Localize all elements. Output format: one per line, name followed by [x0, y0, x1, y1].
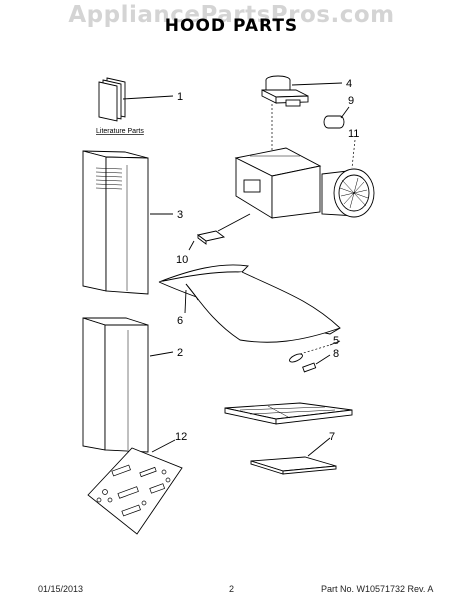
part-grease-filter [250, 456, 337, 475]
footer-part-number: Part No. W10571732 Rev. A [321, 584, 434, 594]
part-glass-canopy [158, 264, 341, 343]
leader-line-1 [122, 95, 174, 100]
callout-12: 12 [175, 431, 187, 443]
part-lower-frame [224, 402, 353, 425]
part-blower-box [234, 147, 322, 219]
callout-8: 8 [333, 348, 339, 360]
page-title: HOOD PARTS [164, 16, 299, 36]
leader-line-4 [291, 82, 343, 86]
callout-7: 7 [329, 431, 335, 443]
literature-label: Literature Parts [96, 128, 144, 135]
leader-line-6 [184, 289, 187, 314]
leader-line-7 [307, 437, 331, 457]
footer-date: 01/15/2013 [38, 584, 84, 594]
callout-5: 5 [333, 335, 339, 347]
part-control-switch [196, 230, 226, 245]
callout-6: 6 [177, 315, 183, 327]
footer-page-number: 2 [229, 584, 235, 594]
callout-2: 2 [177, 347, 183, 359]
callout-3: 3 [177, 209, 183, 221]
leader-line-2 [149, 351, 174, 357]
leader-line-9 [340, 106, 350, 119]
part-mounting-hardware [87, 447, 183, 535]
callout-11: 11 [348, 128, 359, 140]
leader-line-10b [188, 240, 195, 251]
callout-9: 9 [348, 95, 354, 107]
part-light-bulb [289, 344, 331, 363]
leader-line-11 [351, 139, 356, 169]
leader-line-8 [315, 354, 331, 365]
watermark: AppliancePartsPros.com [68, 2, 395, 28]
part-capacitor [323, 115, 345, 129]
part-lower-chimney [82, 317, 149, 453]
part-blower-motor [261, 75, 309, 107]
callout-1: 1 [177, 91, 183, 103]
part-blower-housing [321, 168, 375, 218]
part-lamp-socket [302, 362, 317, 373]
part-upper-chimney [82, 150, 149, 295]
part-literature [98, 77, 126, 122]
leader-line-12 [151, 439, 176, 453]
leader-line-5 [329, 340, 341, 346]
callout-10: 10 [176, 254, 188, 266]
callout-4: 4 [346, 78, 352, 90]
leader-line-10 [217, 213, 251, 232]
